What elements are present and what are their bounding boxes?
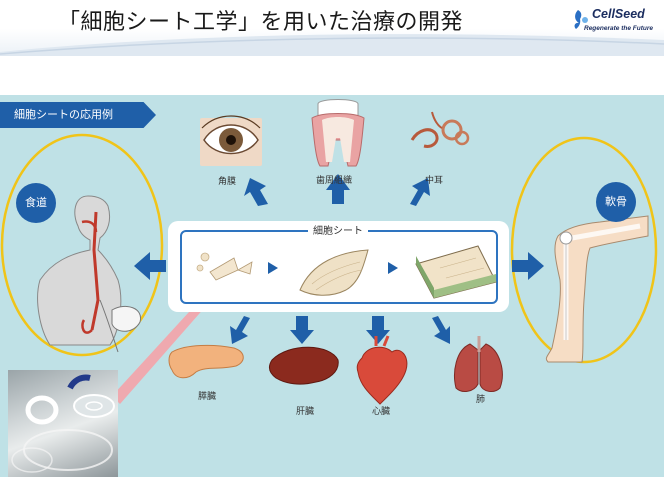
culture-dish-graphics [11, 374, 115, 473]
organ-label-middle-ear: 中耳 [425, 176, 444, 186]
right-highlight-ellipse [510, 136, 658, 364]
arrow-to-liver [290, 316, 314, 344]
cell-dot-2 [196, 264, 204, 272]
organ-label-pancreas: 膵臓 [198, 392, 217, 402]
stage-arrow-2-fg [388, 262, 398, 274]
pancreas-illustration [168, 344, 244, 379]
arrow-to-heart [366, 316, 390, 344]
arrow-to-cartilage [512, 252, 544, 280]
cell-dot-1 [200, 252, 210, 262]
arrow-to-esophagus [134, 252, 166, 280]
arrow-to-pancreas [230, 316, 250, 344]
stacked-sheet-side-front [434, 274, 496, 298]
organ-label-lung: 肺 [476, 395, 486, 405]
organ-label-liver: 肝臓 [296, 407, 315, 417]
page-title: 「細胞シート工学」を用いた治療の開発 [58, 10, 464, 35]
stacked-sheet-side-left [416, 256, 434, 298]
pink-arrow [112, 282, 222, 404]
periodontal-illustration [311, 99, 365, 167]
arrow-to-lung [432, 316, 450, 344]
logo-name: CellSeed [592, 7, 645, 21]
organ-label-periodontal: 歯周組織 [316, 176, 353, 186]
stage-arrow-1-fg [268, 262, 278, 274]
arrow-to-ear [410, 178, 430, 206]
cell-sheet-label: 細胞シート [308, 222, 368, 237]
organ-label-cornea: 角膜 [218, 177, 237, 187]
arrow-to-cornea [244, 178, 268, 206]
logo-tagline: Regenerate the Future [584, 25, 653, 32]
middle-ear-illustration [410, 111, 470, 148]
cellseed-logo-icon [574, 10, 588, 29]
leg-illustration [545, 215, 649, 363]
header-swoosh [0, 34, 664, 56]
cell-flake-1 [209, 257, 239, 281]
cell-sheet-layer [299, 249, 369, 296]
culture-dish-photo [8, 370, 118, 477]
left-highlight-ellipse [0, 133, 164, 357]
lung-illustration [454, 336, 503, 392]
cornea-illustration [200, 115, 262, 166]
arrow-to-periodontal [326, 174, 350, 204]
section-label: 細胞シートの応用例 [0, 102, 156, 128]
esophagus-label: 食道 [16, 183, 56, 223]
heart-illustration [356, 346, 408, 405]
liver-illustration [268, 346, 339, 385]
cartilage-label: 軟骨 [596, 182, 636, 222]
torso-illustration [37, 195, 142, 353]
cell-flake-2 [237, 261, 253, 275]
organ-label-heart: 心臓 [372, 407, 391, 417]
